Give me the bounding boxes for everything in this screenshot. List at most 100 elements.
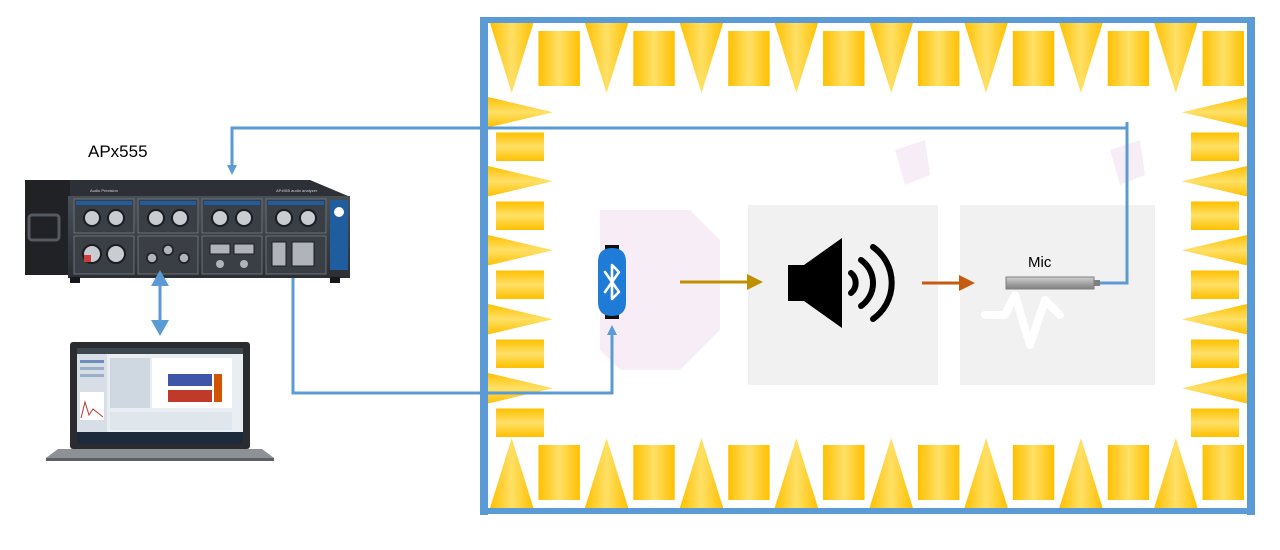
absorber-wedge — [1154, 23, 1198, 93]
absorber-block — [496, 270, 544, 299]
mic-return-cable — [1097, 122, 1129, 285]
absorber-wedge — [1182, 373, 1247, 404]
bluetooth-device — [598, 245, 626, 319]
absorber-block — [917, 445, 960, 500]
absorber-wedge — [679, 438, 724, 508]
absorber-wedge — [488, 166, 553, 197]
chamber-wall-top — [484, 17, 1252, 23]
power-button — [84, 255, 91, 262]
usb-link-arrow — [151, 270, 169, 336]
bnc-connector-icon — [240, 260, 248, 268]
laptop-icon — [46, 342, 274, 461]
absorber-wedge — [869, 438, 913, 508]
device-top-panel — [30, 180, 348, 196]
absorber-block — [917, 31, 960, 86]
absorber-wedge — [1059, 23, 1103, 93]
absorber-block — [823, 31, 865, 86]
xlr-connector-icon — [83, 209, 101, 227]
device-name-label: APx555 — [88, 142, 148, 161]
mic-label: Mic — [1028, 254, 1052, 271]
absorber-block — [1107, 31, 1150, 86]
absorber-block — [1202, 445, 1244, 500]
analyzer-to-bluetooth-cable — [291, 265, 617, 395]
digital-port-icon — [291, 241, 315, 267]
absorber-block — [1012, 31, 1055, 86]
top-cable-to-analyzer — [227, 126, 1127, 175]
signal-cables — [227, 122, 1129, 395]
absorber-block — [728, 445, 770, 500]
watermark-logo — [600, 140, 1155, 385]
absorber-block — [633, 31, 675, 86]
module-label-strip — [268, 201, 324, 205]
absorber-block — [538, 31, 580, 86]
absorber-wedge — [964, 23, 1008, 93]
absorber-wedge — [1182, 97, 1247, 128]
apx555-analyzer: APx555 Audio Precision APx555 audio anal… — [25, 142, 350, 283]
bluetooth-to-speaker-arrow — [680, 274, 763, 290]
xlr-connector-icon — [107, 209, 125, 227]
absorber-wedge — [584, 438, 629, 508]
xlr-connector-icon — [299, 209, 317, 227]
absorber-block — [496, 339, 544, 368]
laptop-base — [46, 449, 274, 458]
chamber-wall-right — [1247, 17, 1255, 515]
xlr-connector-icon — [211, 209, 229, 227]
absorber-wedge — [490, 23, 534, 93]
absorber-block — [1191, 132, 1239, 161]
measurement-microphone: Mic — [1005, 254, 1100, 290]
absorber-wedges — [488, 23, 1247, 508]
speaker-icon — [788, 238, 895, 328]
absorber-block — [1191, 339, 1239, 368]
absorber-block — [1191, 270, 1239, 299]
absorber-wedge — [488, 235, 553, 266]
absorber-wedge — [1182, 166, 1247, 197]
absorber-wedge — [1182, 235, 1247, 266]
absorber-wedge — [774, 23, 819, 93]
chamber-wall-left — [480, 17, 488, 515]
absorber-block — [823, 445, 865, 500]
xlr-connector-icon — [275, 209, 293, 227]
absorber-wedge — [1154, 438, 1198, 508]
absorber-block — [1012, 445, 1055, 500]
absorber-wedge — [679, 23, 724, 93]
absorber-block — [1191, 201, 1239, 230]
absorber-block — [1202, 31, 1244, 86]
device-brand-text: Audio Precision — [90, 188, 118, 193]
absorber-block — [728, 31, 770, 86]
module-label-strip — [204, 201, 260, 205]
digital-port-icon — [271, 241, 287, 267]
device-side-panel — [25, 180, 70, 275]
bnc-connector-icon — [146, 252, 158, 264]
absorber-block — [538, 445, 580, 500]
absorber-wedge — [488, 97, 553, 128]
absorber-block — [633, 445, 675, 500]
absorber-wedge — [869, 23, 913, 93]
device-io-modules — [73, 198, 327, 275]
device-model-text: APx555 audio analyzer — [276, 188, 318, 193]
dsub-connector-icon — [209, 243, 231, 255]
bnc-connector-icon — [162, 244, 174, 256]
absorber-block — [1107, 445, 1150, 500]
absorber-wedge — [490, 438, 534, 508]
absorber-wedge — [488, 373, 553, 404]
device-logo-plate — [330, 200, 348, 270]
absorber-block — [496, 132, 544, 161]
absorber-block — [1191, 408, 1239, 437]
module-label-strip — [140, 201, 196, 205]
absorber-block — [496, 408, 544, 437]
xlr-connector-icon — [106, 244, 126, 264]
absorber-wedge — [964, 438, 1008, 508]
io-module-lower — [201, 235, 263, 275]
absorber-block — [496, 201, 544, 230]
bnc-connector-icon — [178, 252, 190, 264]
absorber-wedge — [1182, 304, 1247, 335]
absorber-wedge — [584, 23, 629, 93]
bluetooth-icon — [603, 263, 621, 301]
xlr-connector-icon — [147, 209, 165, 227]
module-label-strip — [76, 201, 132, 205]
xlr-connector-icon — [171, 209, 189, 227]
speaker-to-mic-arrow — [922, 275, 975, 291]
ap-logo-icon — [334, 207, 344, 217]
absorber-wedge — [774, 438, 819, 508]
